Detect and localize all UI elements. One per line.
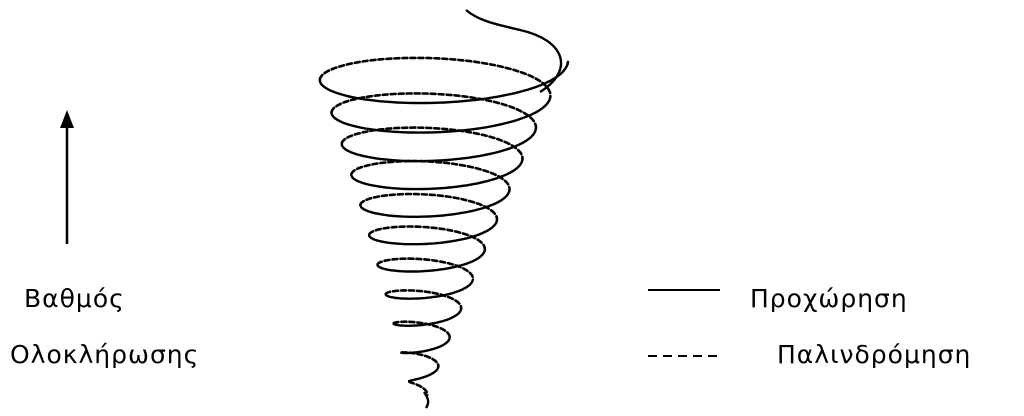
spiral-regression-segment [378, 259, 473, 280]
spiral-progress-segment [386, 280, 473, 299]
spiral-progress-segment [402, 338, 450, 353]
progress-arrow [60, 110, 74, 244]
spiral-progress-segment [320, 64, 568, 103]
spiral-top-tail [466, 10, 561, 92]
axis-label-line2: Ολοκλήρωσης [10, 340, 199, 370]
legend-dashed-label: Παλινδρόμηση [777, 340, 971, 370]
spiral-progress-segment [378, 250, 485, 271]
spiral-regression-segment [402, 352, 439, 367]
progress-arrow-head [60, 110, 74, 128]
spiral-regression-segment [320, 58, 551, 98]
legend-solid-label: Προχώρηση [750, 284, 908, 314]
spiral-progress-segment [409, 367, 438, 381]
spiral [320, 10, 568, 408]
spiral-progress-segment [342, 129, 536, 161]
axis-label-line1: Βαθμός [24, 284, 125, 314]
spiral-regression-segment [394, 322, 450, 339]
